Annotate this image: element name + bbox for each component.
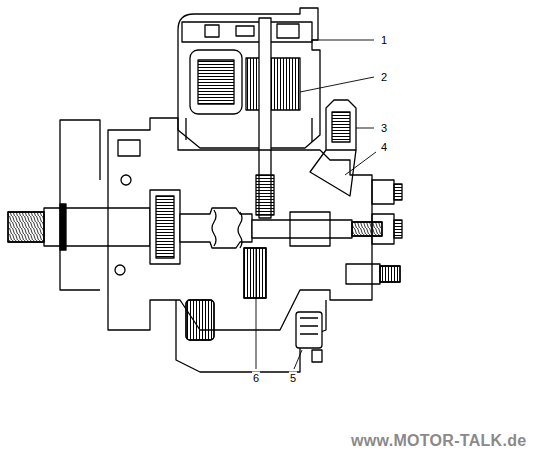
timer-piston [186,300,214,340]
flange [60,120,100,290]
leader-line [345,152,376,175]
cam-plate [180,208,252,248]
timing-valve [296,312,322,348]
outlet-fitting [372,214,394,244]
cover-plate [182,22,312,42]
callout-number: 6 [252,372,260,385]
callout-number: 1 [380,34,388,47]
coil-frame [190,50,242,114]
screw-plug [352,222,382,236]
callout-number: 2 [380,71,388,84]
connector [277,24,299,38]
vane-pump [150,190,180,264]
connector [205,25,219,37]
leader-line [312,40,374,41]
leader-line [356,128,374,129]
shutoff-solenoid [326,100,356,150]
distributor-plunger [252,220,352,238]
leader-line [300,77,374,92]
callout-number: 3 [380,122,388,135]
actuator-winding [246,58,300,110]
leader-line [256,248,257,369]
callout-number: 5 [289,372,297,385]
watermark: www.MOTOR-TALK.de [350,432,527,450]
callout-number: 4 [380,141,388,154]
connector [236,26,254,36]
leader-line [294,350,302,369]
timing-device [176,300,326,372]
overflow-valve [346,264,380,284]
control-housing [178,8,320,148]
coil [198,60,234,104]
outlet-fitting [372,180,394,204]
shaft-sleeve [256,175,274,215]
shaft-spline [8,212,44,242]
distributor-head [290,212,330,246]
